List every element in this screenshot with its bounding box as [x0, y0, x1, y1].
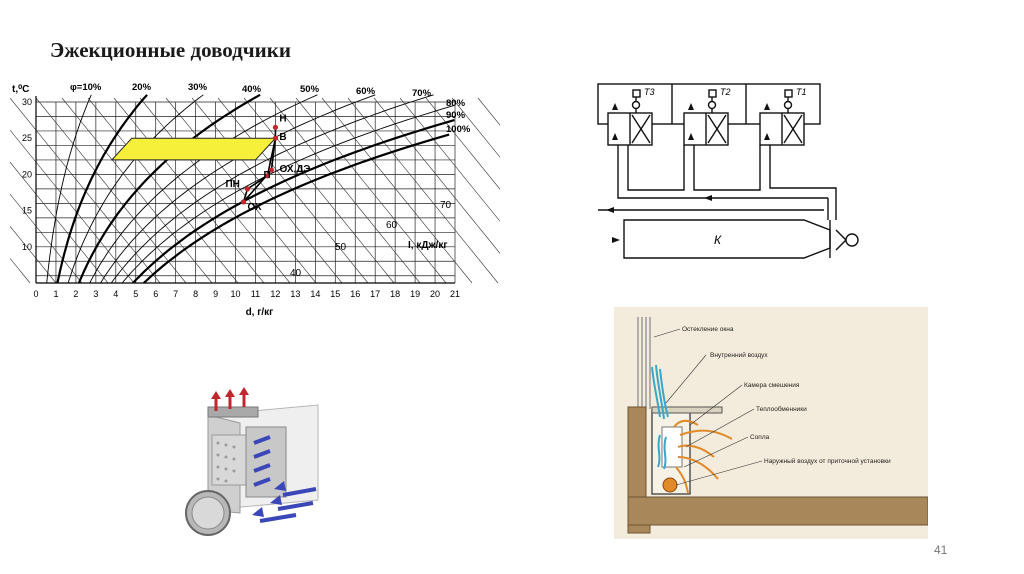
sensor-label-t1: T1 — [796, 87, 807, 97]
x-tick-label: 2 — [73, 289, 78, 299]
slide-title: Эжекционные доводчики — [50, 38, 291, 63]
x-tick-label: 11 — [251, 289, 260, 299]
y-tick-label: 30 — [22, 97, 32, 107]
y-axis-label: t,⁰C — [12, 84, 29, 95]
label-mixing-chamber: Камера смешения — [744, 382, 800, 389]
process-point — [245, 186, 250, 191]
comfort-zone — [112, 138, 276, 160]
x-tick-label: 14 — [310, 289, 320, 299]
x-tick-label: 13 — [290, 289, 300, 299]
process-point-label: В — [279, 132, 286, 143]
enthalpy-label: 60 — [386, 220, 398, 231]
x-tick-label: 21 — [450, 289, 460, 299]
section-diagram-drawing: Остекление окна Внутренний воздух Камера… — [614, 307, 928, 539]
humidity-label: 30% — [188, 82, 208, 93]
page-number: 41 — [934, 543, 947, 557]
process-point — [273, 136, 278, 141]
enthalpy-line — [296, 98, 446, 283]
process-point-label: Н — [279, 113, 286, 124]
process-point-label: ОХ — [248, 202, 262, 213]
process-point — [241, 199, 246, 204]
x-tick-label: 3 — [93, 289, 98, 299]
sensor-label-t3: T3 — [644, 87, 655, 97]
enthalpy-line — [10, 98, 30, 283]
enthalpy-line — [348, 98, 498, 283]
enthalpy-line — [166, 98, 316, 283]
humidity-label: 20% — [132, 82, 152, 93]
humidity-label: 60% — [356, 86, 376, 97]
label-internal-air: Внутренний воздух — [710, 351, 768, 359]
enthalpy-line — [10, 98, 82, 283]
x-tick-label: 20 — [430, 289, 440, 299]
humidity-label: 50% — [300, 84, 320, 95]
process-point-label: ПН — [225, 179, 239, 190]
humidity-label: 90% — [446, 110, 466, 121]
x-tick-label: 7 — [173, 289, 178, 299]
unit-label: К — [714, 233, 722, 247]
x-tick-label: 8 — [193, 289, 198, 299]
sensor-label-t2: T2 — [720, 87, 731, 97]
enthalpy-label: 70 — [440, 200, 452, 211]
x-tick-label: 9 — [213, 289, 218, 299]
label-heat-exchangers: Теплообменники — [756, 405, 807, 413]
label-nozzles: Сопла — [750, 434, 770, 441]
x-tick-label: 4 — [113, 289, 118, 299]
x-tick-label: 16 — [350, 289, 360, 299]
x-tick-label: 17 — [370, 289, 380, 299]
chart-zone — [112, 138, 276, 160]
y-tick-label: 25 — [22, 133, 32, 143]
humidity-label: 80% — [446, 98, 466, 109]
enthalpy-label: 40 — [290, 268, 302, 279]
y-tick-label: 10 — [22, 242, 32, 252]
enthalpy-line — [478, 98, 500, 283]
enthalpy-axis-label: I, кДж/кг — [408, 240, 448, 251]
enthalpy-label: 50 — [335, 242, 347, 253]
x-tick-label: 5 — [133, 289, 138, 299]
process-point — [273, 125, 278, 130]
humidity-label: 40% — [242, 84, 262, 95]
x-tick-label: 19 — [410, 289, 420, 299]
y-tick-label: 20 — [22, 169, 32, 179]
humidity-label: φ=10% — [70, 82, 102, 93]
psychrometric-chart: НВОХ,ДЭППНОХ0123456789101112131415161718… — [10, 78, 500, 320]
label-glazing: Остекление окна — [682, 326, 734, 333]
x-tick-label: 12 — [270, 289, 280, 299]
humidity-curve — [122, 106, 454, 283]
x-tick-label: 1 — [53, 289, 58, 299]
ejection-unit-illustration — [178, 385, 338, 545]
process-point-label: ОХ,ДЭ — [279, 164, 310, 175]
x-tick-label: 15 — [330, 289, 340, 299]
label-outdoor-air: Наружный воздух от приточной установки — [764, 457, 891, 465]
enthalpy-line — [10, 98, 134, 283]
x-tick-label: 18 — [390, 289, 400, 299]
x-tick-label: 6 — [153, 289, 158, 299]
x-tick-label: 10 — [231, 289, 241, 299]
control-schematic: T3 T2 T1 К — [594, 80, 869, 265]
humidity-label: 100% — [446, 124, 471, 135]
x-axis-label: d, г/кг — [246, 307, 274, 318]
process-point-label: П — [263, 170, 270, 181]
x-tick-label: 0 — [33, 289, 38, 299]
y-tick-label: 15 — [22, 206, 32, 216]
humidity-label: 70% — [412, 88, 432, 99]
